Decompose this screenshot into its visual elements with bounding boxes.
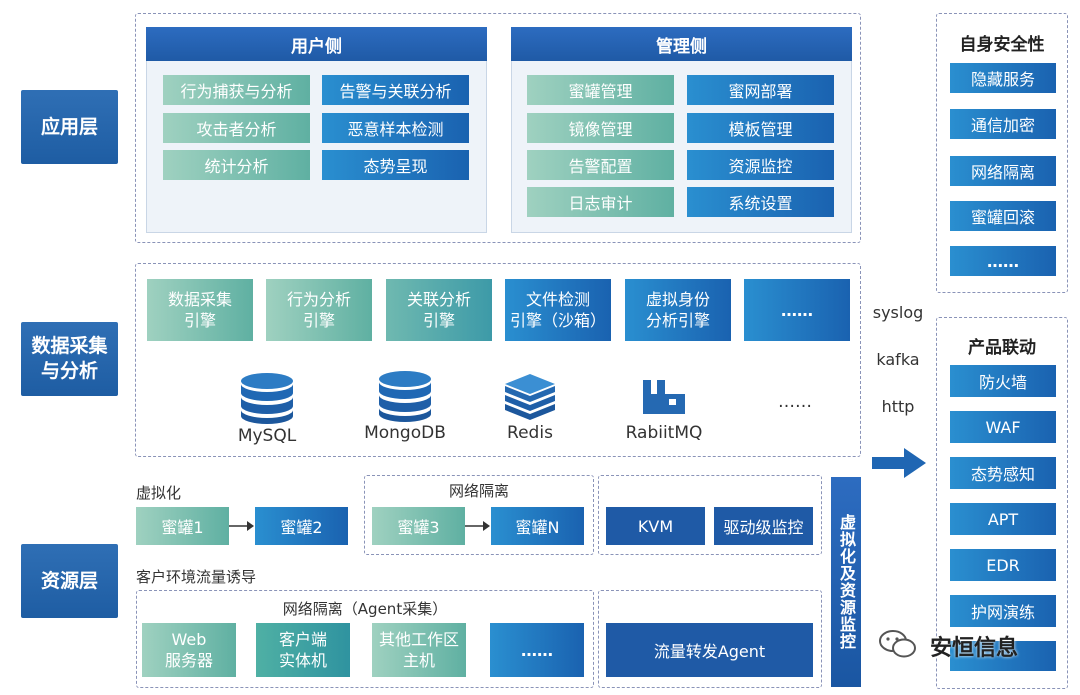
db-more: ……	[778, 392, 812, 412]
engine-correlation-analysis: 关联分析 引擎	[386, 279, 492, 341]
engine-file-detection: 文件检测 引擎（沙箱）	[505, 279, 611, 341]
data-layer-frame	[135, 263, 861, 457]
admin-item-honeypot-mgmt: 蜜罐管理	[527, 75, 674, 105]
web-server-box: Web 服务器	[142, 623, 236, 677]
user-item-alert-correlation: 告警与关联分析	[322, 75, 469, 105]
admin-item-image-mgmt: 镜像管理	[527, 113, 674, 143]
user-item-situation: 态势呈现	[322, 150, 469, 180]
honeypot-1: 蜜罐1	[136, 507, 229, 545]
self-security-frame	[936, 13, 1068, 293]
driver-monitor-box: 驱动级监控	[714, 507, 813, 545]
self-security-title: 自身安全性	[959, 35, 1045, 55]
wechat-icon	[879, 630, 916, 658]
traffic-more-box: ……	[490, 623, 584, 677]
engine-behavior-analysis: 行为分析 引擎	[266, 279, 372, 341]
rabbitmq-icon	[643, 380, 685, 414]
layer-application: 应用层	[21, 90, 118, 164]
linkage-edr: EDR	[950, 549, 1056, 581]
protocol-http: http	[881, 397, 915, 416]
security-hidden-service: 隐藏服务	[950, 63, 1056, 93]
net-isolation-frame	[364, 475, 594, 555]
admin-item-log-audit: 日志审计	[527, 187, 674, 217]
virtualization-label: 虚拟化	[136, 484, 182, 502]
client-host-box: 客户端 实体机	[256, 623, 350, 677]
protocol-kafka: kafka	[876, 350, 920, 369]
linkage-apt: APT	[950, 503, 1056, 535]
user-item-statistics: 统计分析	[163, 150, 310, 180]
kvm-frame	[598, 475, 822, 555]
linkage-extra-box	[950, 641, 1056, 671]
mongodb-database-icon	[379, 371, 431, 422]
layer-resource: 资源层	[21, 544, 118, 618]
admin-item-alert-config: 告警配置	[527, 150, 674, 180]
engine-identity-analysis: 虚拟身份 分析引擎	[625, 279, 731, 341]
forward-agent-frame	[598, 590, 822, 688]
user-item-behavior-capture: 行为捕获与分析	[163, 75, 310, 105]
arrow-right-icon	[872, 448, 926, 478]
linkage-firewall: 防火墙	[950, 365, 1056, 397]
admin-item-resource-monitor: 资源监控	[687, 150, 834, 180]
mysql-database-icon	[241, 373, 293, 424]
watermark-text: 安恒信息	[930, 636, 1019, 661]
db-label-rabbitmq: RabiitMQ	[625, 423, 703, 443]
application-layer-frame	[135, 13, 861, 243]
net-isolation-label: 网络隔离	[448, 482, 509, 500]
honeypot-n: 蜜罐N	[491, 507, 584, 545]
user-side-title: 用户侧	[146, 27, 487, 61]
security-encryption: 通信加密	[950, 109, 1056, 139]
agent-label: 网络隔离（Agent采集）	[282, 600, 448, 618]
user-item-attacker-analysis: 攻击者分析	[163, 113, 310, 143]
admin-item-system-settings: 系统设置	[687, 187, 834, 217]
other-workstation-box: 其他工作区 主机	[372, 623, 466, 677]
arrow-right-icon	[465, 521, 490, 531]
redis-icon	[505, 374, 555, 420]
traffic-label: 客户环境流量诱导	[136, 568, 257, 586]
virtualization-monitor-bar: 虚拟化及资源监控	[831, 477, 861, 687]
linkage-frame	[936, 317, 1068, 689]
protocol-syslog: syslog	[872, 303, 924, 322]
kvm-box: KVM	[606, 507, 705, 545]
engine-data-collection: 数据采集 引擎	[147, 279, 253, 341]
db-label-mongodb: MongoDB	[364, 423, 446, 443]
linkage-title: 产品联动	[968, 338, 1036, 358]
engine-more: ……	[744, 279, 850, 341]
forward-agent-box: 流量转发Agent	[606, 623, 813, 677]
honeypot-3: 蜜罐3	[372, 507, 465, 545]
linkage-waf: WAF	[950, 411, 1056, 443]
admin-side-title: 管理侧	[511, 27, 852, 61]
security-rollback: 蜜罐回滚	[950, 201, 1056, 231]
linkage-hw-drill: 护网演练	[950, 595, 1056, 627]
user-item-malware-detection: 恶意样本检测	[322, 113, 469, 143]
linkage-situation-awareness: 态势感知	[950, 457, 1056, 489]
honeypot-2: 蜜罐2	[255, 507, 348, 545]
security-more: ……	[950, 246, 1056, 276]
layer-data-collection: 数据采集 与分析	[21, 322, 118, 396]
agent-frame	[136, 590, 594, 688]
arrow-right-icon	[229, 521, 254, 531]
admin-item-template-mgmt: 模板管理	[687, 113, 834, 143]
admin-item-honeynet-deploy: 蜜网部署	[687, 75, 834, 105]
db-label-mysql: MySQL	[237, 426, 297, 446]
security-net-isolation: 网络隔离	[950, 156, 1056, 186]
db-label-redis: Redis	[507, 423, 553, 443]
